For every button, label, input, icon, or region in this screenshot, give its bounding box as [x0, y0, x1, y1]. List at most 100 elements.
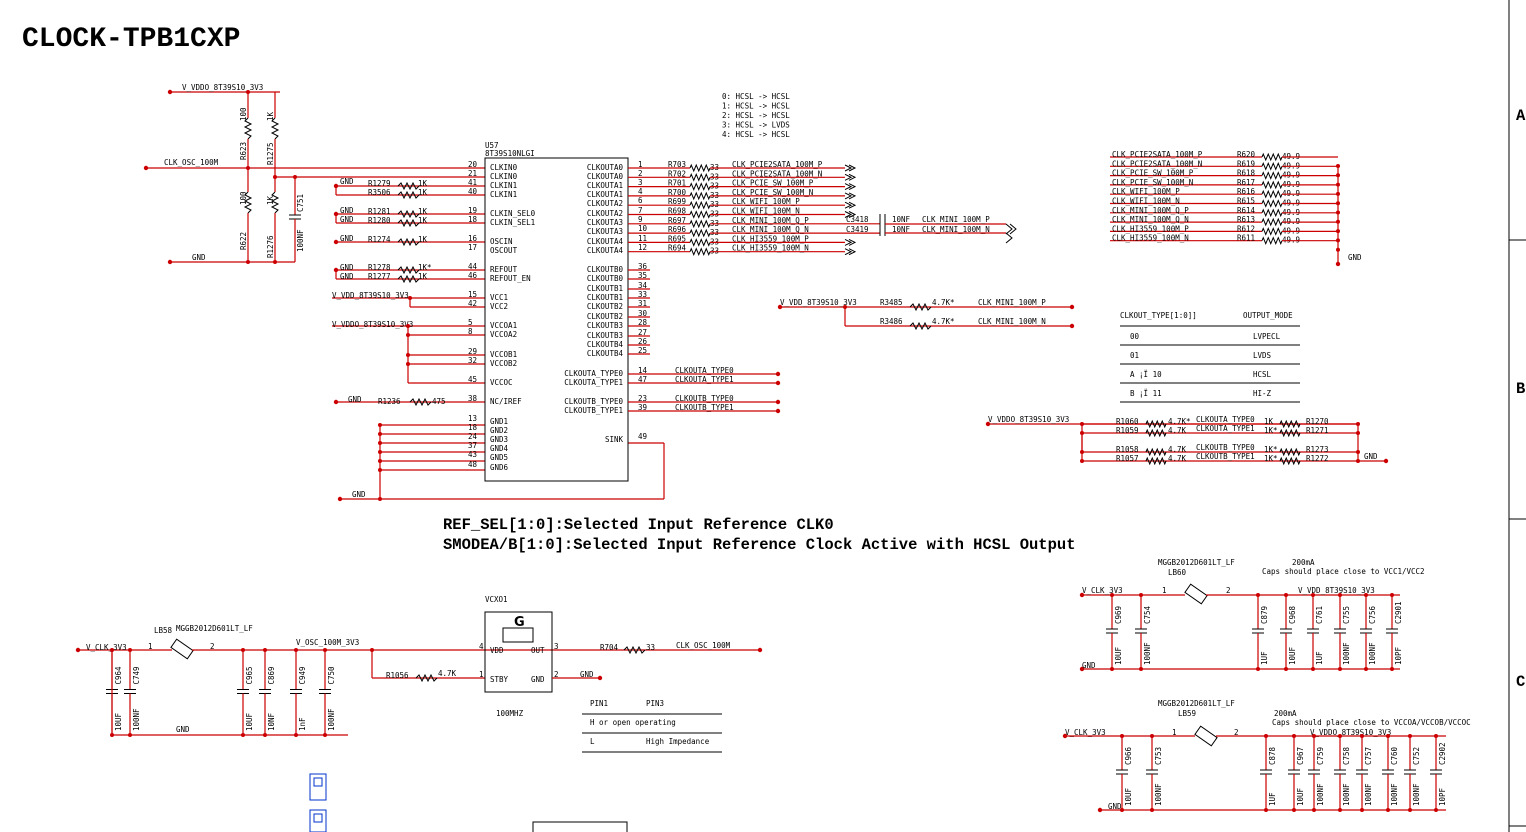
- c751-ref: C751: [296, 194, 305, 212]
- strap-net: CLKOUTA_TYPE1: [1196, 424, 1255, 433]
- cap-value: 1nF: [298, 717, 307, 731]
- osc-p1: 1: [479, 670, 484, 679]
- pin-number: 31: [638, 299, 647, 308]
- oscillator-section: V_CLK_3V3 1 LB58 MGGB2012D601LT_LF 2 V_O…: [75, 595, 763, 753]
- cap-value: 100NF: [1316, 783, 1325, 806]
- output-res-ref: R695: [668, 234, 686, 243]
- junction-dot: [1312, 734, 1316, 738]
- r1280-value: 1K: [418, 216, 428, 225]
- strap-bot-ref: R1270: [1306, 417, 1329, 426]
- junction-dot: [1364, 667, 1368, 671]
- junction-dot: [1434, 808, 1438, 812]
- pin-table-r1: H or open operating: [590, 718, 676, 727]
- strap-top-ref: R1058: [1116, 445, 1139, 454]
- pin-number: 27: [638, 328, 647, 337]
- cap-ref: C2902: [1438, 742, 1447, 765]
- lb58-part: MGGB2012D601LT_LF: [176, 624, 253, 633]
- offpage-arrow: [844, 192, 857, 200]
- pin-number: 21: [468, 169, 477, 178]
- pin-number: 20: [468, 160, 478, 169]
- pin-number: 4: [638, 187, 643, 196]
- strap-top-ref: R1060: [1116, 417, 1139, 426]
- pin-table-r2b: High Impedance: [646, 737, 710, 746]
- cap-ref: C965: [245, 666, 254, 684]
- osc-caps: C96410UFC749100NFC96510UFC86910NFC9491nF…: [106, 648, 336, 737]
- output-net-label: CLK_PCIE_SW_100M_P: [732, 179, 814, 188]
- r1276-value: 1K: [266, 195, 275, 205]
- net-vddo-top: V_VDDO_8T39S10_3V3: [182, 83, 263, 92]
- pin-name: CLKOUTB0: [587, 265, 624, 274]
- junction-dot: [1256, 667, 1260, 671]
- junction-dot: [263, 733, 267, 737]
- cap-value: 10UF: [1288, 646, 1297, 665]
- osc-gnd: GND: [531, 675, 545, 684]
- output-net-label: CLK_MINI_100M_Q_P: [732, 216, 809, 225]
- pin-name: CLKOUTA_TYPE0: [564, 369, 623, 378]
- note-ref-sel: REF_SEL[1:0]:Selected Input Reference CL…: [443, 516, 834, 534]
- pin-table-h1: PIN1: [590, 699, 608, 708]
- junction-dot: [128, 648, 132, 652]
- junction-dot: [1110, 593, 1114, 597]
- mini-pullups: V_VDD_8T39S10_3V3 R3485 R3486 4.7K* 4.7K…: [777, 298, 1075, 331]
- pin-name: CLKOUTA2: [587, 209, 623, 218]
- r1277-value: 1K: [418, 272, 428, 281]
- r704-value: 33: [646, 643, 655, 652]
- cap-value: 100NF: [1342, 642, 1351, 665]
- output-res-ref: R694: [668, 244, 687, 253]
- term-res-ref: R620: [1237, 150, 1256, 159]
- chip-ref: U57: [485, 141, 499, 150]
- pin-number: 35: [638, 271, 647, 280]
- resistor-zigzag: [1279, 456, 1301, 466]
- r1056-ref: R1056: [386, 671, 409, 680]
- strap-top-val: 4.7K: [1168, 445, 1187, 454]
- junction-dot: [1383, 458, 1389, 464]
- mode-line: 0: HCSL -> HCSL: [722, 92, 790, 101]
- output-net-label: CLK_HI3559_100M_P: [732, 234, 809, 243]
- lb59-ref: LB59: [1178, 709, 1196, 718]
- junction-dot: [1356, 431, 1360, 435]
- net-vdd-b1: V_VDD_8T39S10_3V3: [1298, 586, 1375, 595]
- cap-ref: C966: [1124, 746, 1133, 765]
- gnd-label-b1: GND: [1082, 661, 1096, 670]
- junction-dot: [1284, 593, 1288, 597]
- junction-dot: [1312, 808, 1316, 812]
- junction-dot: [1256, 593, 1260, 597]
- offpage-arrow: [844, 248, 857, 256]
- pin-name: CLKOUTB1: [587, 293, 623, 302]
- pin-name: CLKOUTB0: [587, 274, 624, 283]
- pin-number: 43: [468, 450, 477, 459]
- r3486-value: 4.7K*: [932, 317, 955, 326]
- junction-dot: [1338, 808, 1342, 812]
- lb60-part: MGGB2012D601LT_LF: [1158, 558, 1235, 567]
- r1275-ref: R1275: [266, 142, 275, 165]
- pin-name: CLKOUTA1: [587, 190, 623, 199]
- resistor-zigzag: [1145, 419, 1167, 429]
- mode-line: 4: HCSL -> HCSL: [722, 130, 790, 139]
- gnd-label-straps: GND: [1364, 452, 1378, 461]
- strap-bot-val: 1K*: [1264, 426, 1278, 435]
- pin-number: 30: [638, 309, 648, 318]
- cap-value: 10UF: [245, 712, 254, 731]
- osc-freq: 100MHZ: [496, 709, 524, 718]
- resistor-zigzag: [1145, 447, 1167, 457]
- term-net-label: CLK_MINI_100M_Q_N: [1112, 215, 1189, 224]
- pin-number: 5: [468, 318, 473, 327]
- junction-dot: [1356, 422, 1360, 426]
- junction-dot: [1364, 593, 1368, 597]
- pin-number: 44: [468, 262, 478, 271]
- pin-number: 47: [638, 375, 647, 384]
- cap-ref: C967: [1296, 747, 1305, 765]
- pin-name: VCC2: [490, 302, 508, 311]
- osc-vdd: VDD: [490, 646, 504, 655]
- output-res-ref: R702: [668, 169, 686, 178]
- junction-dot: [985, 421, 991, 427]
- pin-name: VCCOA1: [490, 321, 517, 330]
- junction-dot: [1356, 459, 1360, 463]
- mini-coupling-caps: C3418 C3419 10NF 10NF CLK_MINI_100M_P CL…: [846, 214, 1017, 244]
- pin-name: CLKOUTA4: [587, 237, 624, 246]
- lb60-ref: LB60: [1168, 568, 1187, 577]
- sheet-border: A B C: [1508, 0, 1526, 832]
- net-vddo-straps: V_VDDO_8T39S10_3V3: [988, 415, 1069, 424]
